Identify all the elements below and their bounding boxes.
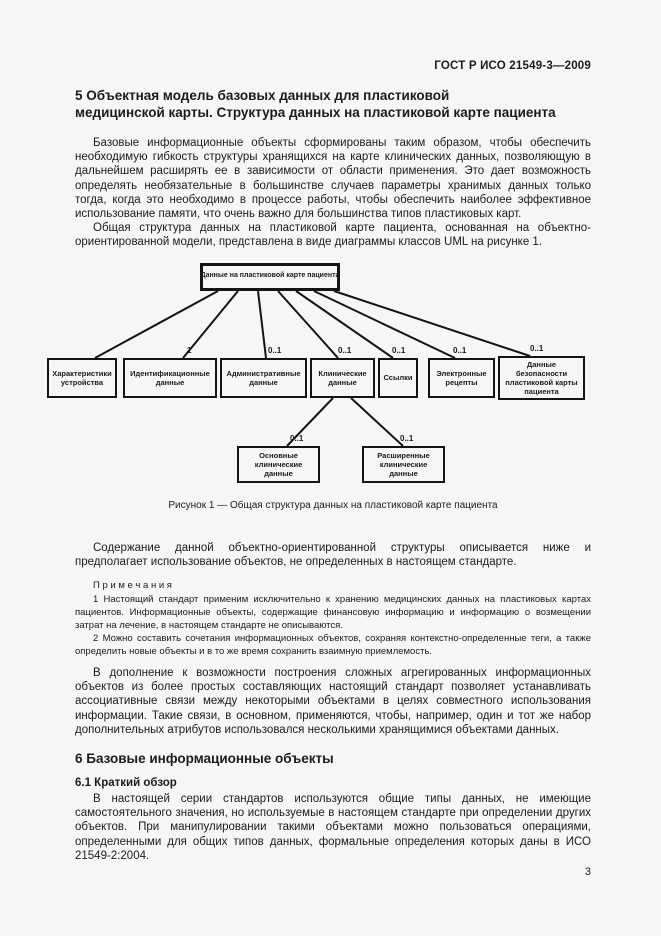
multiplicity-label: 0..1 — [268, 345, 282, 355]
diagram-node-identification-data: Идентификационные данные — [123, 357, 217, 398]
diagram-node-extended-clinical-data: Расширенные клинические данные — [362, 445, 445, 483]
section5-heading-line2: медицинской карты. Структура данных на п… — [75, 105, 556, 120]
multiplicity-label: 0..1 — [290, 433, 304, 443]
connector-lines — [94, 289, 531, 447]
standard-number-header: ГОСТ Р ИСО 21549-3—2009 — [434, 60, 591, 72]
figure-caption: Рисунок 1 — Общая структура данных на пл… — [168, 499, 498, 511]
section6-heading: 6 Базовые информационные объекты — [75, 751, 334, 767]
section5-heading-line1: 5 Объектная модель базовых данных для пл… — [75, 88, 450, 103]
multiplicity-label: 0..1 — [530, 343, 544, 353]
paragraph-uml-reference: Общая структура данных на пластиковой ка… — [75, 222, 591, 249]
section5-heading: 5 Объектная модель базовых данных для пл… — [75, 87, 591, 121]
paragraph-associative-links: В дополнение к возможности построения сл… — [75, 667, 591, 736]
diagram-node-clinical-data: Клинические данные — [310, 357, 375, 398]
note-1: 1 Настоящий стандарт применим исключител… — [75, 594, 591, 632]
diagram-node-device-characteristics: Характеристики устройства — [47, 357, 117, 398]
diagram-node-links: Ссылки — [378, 357, 418, 398]
diagram-node-card-security-data: Данные безопасности пластиковой карты па… — [498, 355, 585, 400]
note-2: 2 Можно составить сочетания информационн… — [75, 633, 591, 658]
diagram-node-electronic-prescriptions: Электронные рецепты — [428, 357, 495, 398]
paragraph-overview: В настоящей серии стандартов используютс… — [75, 793, 591, 862]
multiplicity-label: 0..1 — [392, 345, 406, 355]
multiplicity-label: 0..1 — [453, 345, 467, 355]
section6-1-subheading: 6.1 Краткий обзор — [75, 777, 177, 790]
multiplicity-label: 0..1 — [338, 345, 352, 355]
multiplicity-label: 1 — [187, 345, 192, 355]
page-number: 3 — [584, 866, 591, 879]
uml-class-diagram: Данные на пластиковой карте пациента 1 0… — [40, 261, 600, 491]
diagram-node-patient-card-data: Данные на пластиковой карте пациента — [200, 262, 340, 291]
notes-block: П р и м е ч а н и я 1 Настоящий стандарт… — [75, 579, 591, 658]
paragraph-structure-content: Содержание данной объектно-ориентированн… — [75, 541, 591, 568]
diagram-node-administrative-data: Административные данные — [220, 357, 307, 398]
text-column: ГОСТ Р ИСО 21549-3—2009 5 Объектная моде… — [47, 60, 591, 879]
paragraph-base-objects: Базовые информационные объекты сформиров… — [75, 137, 591, 221]
diagram-node-basic-clinical-data: Основные клинические данные — [237, 445, 320, 483]
notes-title: П р и м е ч а н и я — [93, 580, 172, 592]
multiplicity-label: 0..1 — [400, 433, 414, 443]
